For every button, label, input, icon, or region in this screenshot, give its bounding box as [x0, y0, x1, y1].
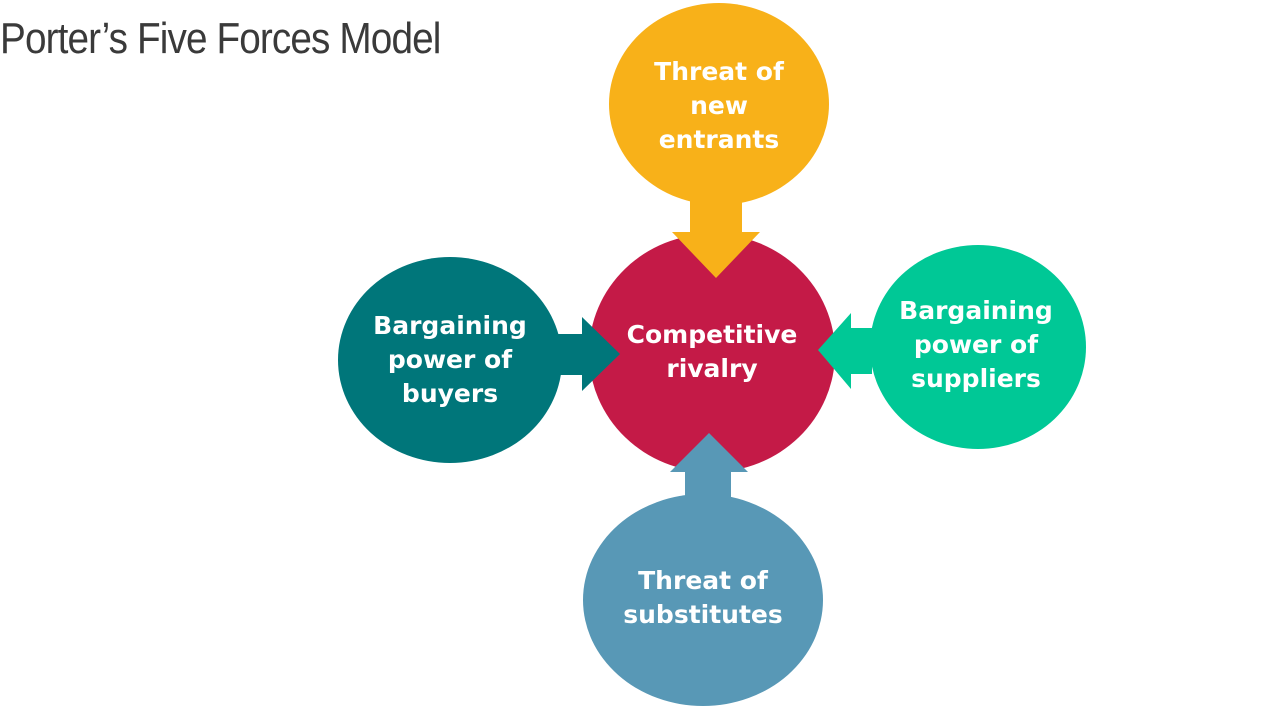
substitutes-circle	[583, 494, 823, 706]
page-title: Porter’s Five Forces Model	[0, 14, 441, 63]
suppliers-circle	[870, 245, 1086, 449]
substitutes-arrow	[670, 433, 748, 500]
suppliers-arrow	[818, 313, 872, 389]
rivalry-circle	[589, 234, 835, 472]
new-entrants-arrow	[672, 200, 760, 278]
suppliers-label: Bargaining power of suppliers	[899, 296, 1053, 393]
rivalry-label: Competitive rivalry	[626, 320, 798, 383]
new-entrants-circle	[609, 3, 829, 205]
buyers-arrow	[558, 317, 620, 391]
buyers-circle	[338, 257, 562, 463]
new-entrants-label: Threat of new entrants	[654, 57, 784, 154]
substitutes-label: Threat of substitutes	[623, 566, 783, 629]
buyers-label: Bargaining power of buyers	[373, 311, 527, 408]
